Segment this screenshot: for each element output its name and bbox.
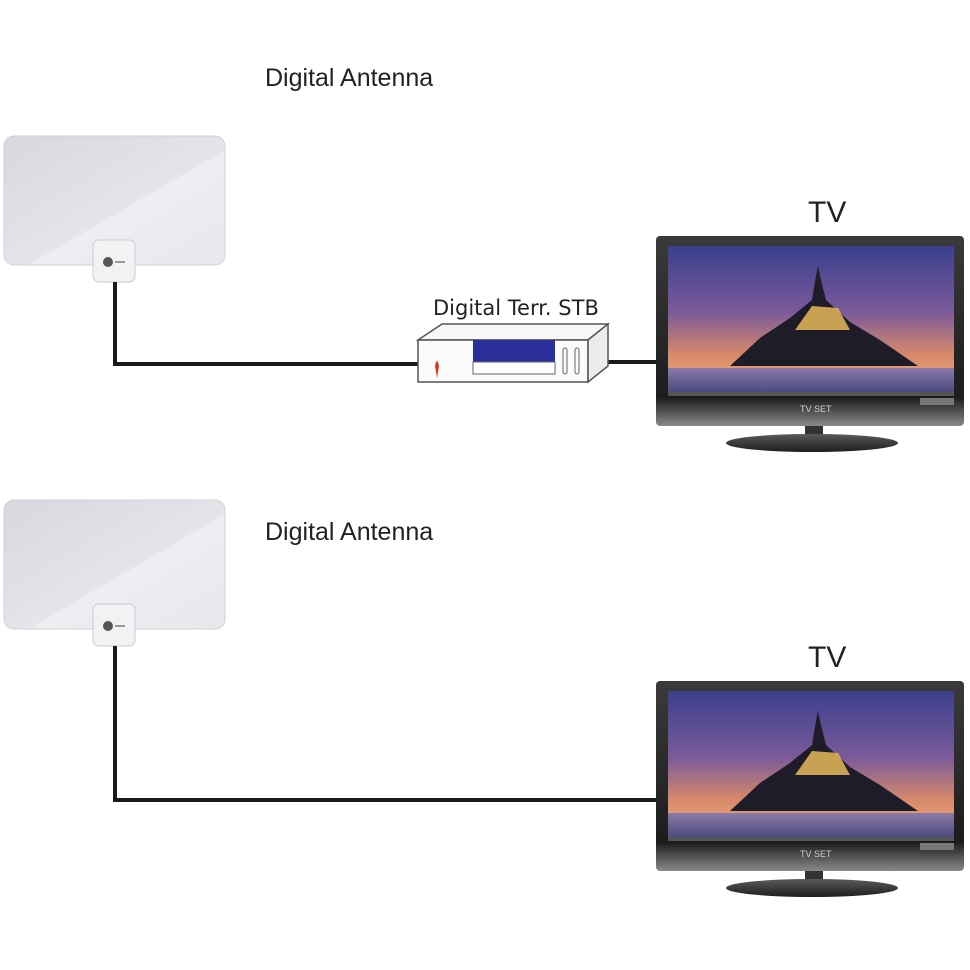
antenna-logo-icon xyxy=(103,621,113,631)
antenna-logo-icon xyxy=(103,257,113,267)
bottom-tv-brand: TV SET xyxy=(800,849,832,859)
top-antenna-label: Digital Antenna xyxy=(265,64,434,92)
top-antenna xyxy=(3,135,226,283)
top-cable-antenna-to-stb xyxy=(113,282,418,366)
top-tv-label: TV xyxy=(808,196,847,229)
set-top-box xyxy=(415,322,611,384)
bottom-tv-label: TV xyxy=(808,641,847,674)
bottom-cable-antenna-to-tv xyxy=(113,646,658,802)
bottom-tv: TV SET xyxy=(656,681,964,897)
top-tv-brand: TV SET xyxy=(800,404,832,414)
bottom-antenna-label: Digital Antenna xyxy=(265,518,434,546)
stb-display xyxy=(473,340,555,362)
stb-label: Digital Terr. STB xyxy=(433,296,599,320)
top-tv: TV SET xyxy=(656,236,964,452)
stb-indicator-icon xyxy=(435,361,439,378)
bottom-antenna xyxy=(3,499,226,647)
